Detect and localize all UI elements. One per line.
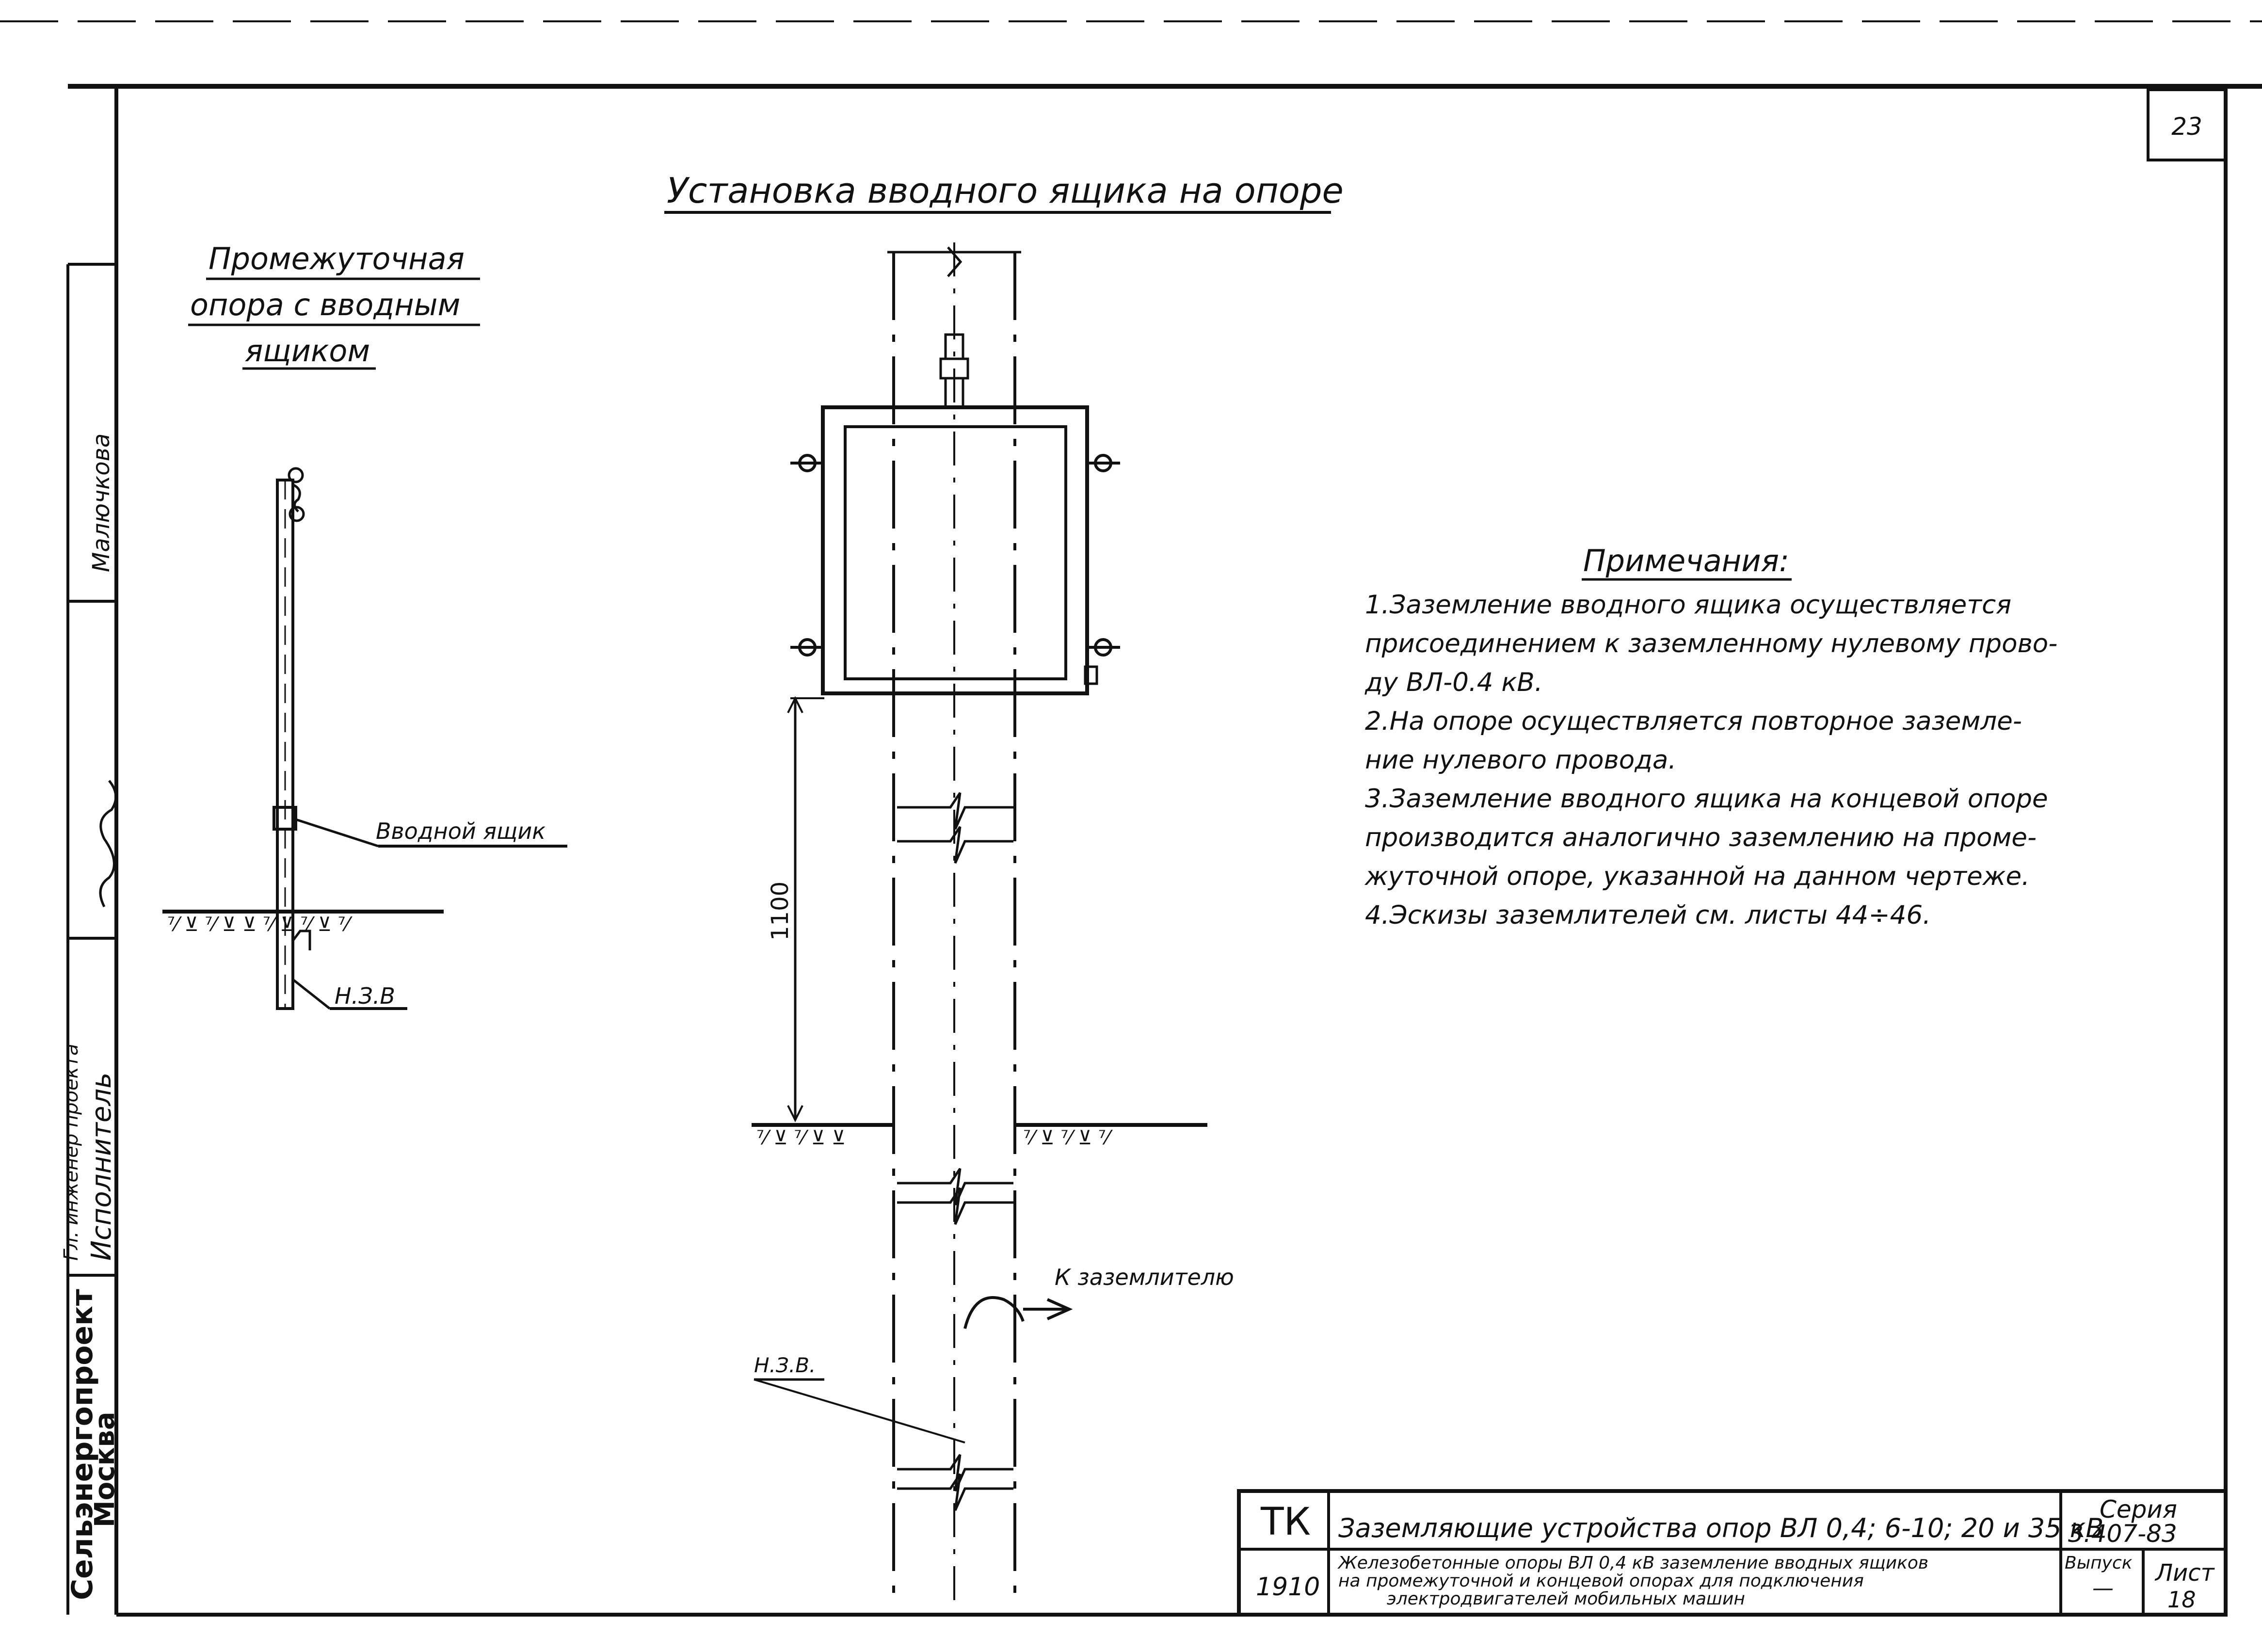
side-title-line3: ящиком [245,333,370,369]
note-line: жуточной опоре, указанной на данном черт… [1364,862,2030,891]
break-mark-middle [897,1168,1013,1225]
note-line: присоединением к заземленному нулевому п… [1365,629,2057,658]
ground-terminal-icon [1084,665,1098,685]
main-title: Установка вводного ящика на опоре [664,170,1344,214]
note-line: ние нулевого провода. [1365,745,1676,775]
executor-label: Исполнитель [86,1073,117,1261]
note-line: 4.Эскизы заземлителей см. листы 44÷46. [1365,900,1931,930]
org-name: Сельэнергопроект [65,1289,99,1600]
main-title-text: Установка вводного ящика на опоре [667,170,1344,211]
note-line: ду ВЛ-0.4 кВ. [1364,668,1543,697]
org-city: Москва [89,1411,121,1527]
note-line: 2.На опоре осуществляется повторное зазе… [1365,706,2022,736]
title-block: ТК 1910 Заземляющие устройства опор ВЛ 0… [1237,1489,2228,1617]
small-input-box [273,806,297,831]
left-stamp-strip: Сельэнергопроект Москва Исполнитель Гл. … [60,263,121,1615]
drawing-frame [68,84,2262,1617]
sheet-number-box: 23 [2147,88,2227,161]
drawing-subtitle-line1: Железобетонные опоры ВЛ 0,4 кВ заземлени… [1337,1553,1928,1573]
sheet-number: 23 [2171,112,2202,141]
ground-line-main: ⁷⁄ ⊻ ⁷⁄ ⊻ ⊻ ⁷⁄ ⊻ ⁷⁄ ⊻ ⁷⁄ [752,1123,1207,1149]
ground-hatch-small: ⁷⁄ ⊻ ⁷⁄ ⊻ ⊻ ⁷⁄ ⊻ ⁷⁄ ⊻ ⁷⁄ [167,914,353,936]
side-title: Промежуточная опора с вводным ящиком [188,241,480,370]
notes-block: Примечания: 1.Заземление вводного ящика … [1364,543,2057,930]
series-value: 3.407-83 [2068,1520,2177,1548]
ground-conductor: К заземлителю Н.З.В. [754,1264,1234,1443]
ground-hatch-right: ⁷⁄ ⊻ ⁷⁄ ⊻ ⁷⁄ [1023,1127,1113,1149]
drawing-title: Заземляющие устройства опор ВЛ 0,4; 6-10… [1338,1513,2103,1543]
series-label: Серия [2100,1495,2177,1524]
notes-heading: Примечания: [1583,543,1789,578]
note-line: 3.Заземление вводного ящика на концевой … [1365,784,2048,814]
arrow-right-icon [1046,1298,1073,1320]
to-grounding-label: К заземлителю [1055,1264,1234,1290]
issue-value: — [2092,1576,2114,1601]
drawing-subtitle-line2: на промежуточной и концевой опорах для п… [1338,1571,1864,1591]
small-ground-conductor-label: Н.З.В [335,983,395,1009]
drawing-number: 1910 [1256,1572,1320,1602]
main-pole-diagram: 1100 ⁷⁄ ⊻ ⁷⁄ ⊻ ⊻ ⁷⁄ ⊻ ⁷⁄ ⊻ ⁷⁄ К заземлит… [752,242,1234,1605]
break-mark-upper [897,792,1013,864]
chief-engineer-label: Гл. инженер проекта [60,1043,82,1261]
side-title-line1: Промежуточная [209,241,465,276]
ground-hatch-left: ⁷⁄ ⊻ ⁷⁄ ⊻ ⊻ [756,1127,846,1149]
break-mark-lower [897,1454,1013,1511]
dimension-value: 1100 [767,882,794,941]
tk-code: ТК [1260,1500,1311,1544]
main-ground-conductor-label: Н.З.В. [754,1353,816,1377]
side-title-line2: опора с вводным [190,287,460,322]
note-line: производится аналогично заземлению на пр… [1365,823,2037,852]
note-line: 1.Заземление вводного ящика осуществляет… [1365,590,2011,620]
sheet-value: 18 [2167,1587,2196,1613]
small-pole-diagram: Вводной ящик ⁷⁄ ⊻ ⁷⁄ ⊻ ⊻ ⁷⁄ ⊻ ⁷⁄ ⊻ ⁷⁄ Н.… [162,467,567,1010]
input-box-large [790,405,1120,695]
issue-label: Выпуск [2065,1553,2133,1573]
drawing-subtitle-line3: электродвигателей мобильных машин [1387,1589,1745,1609]
dimension-1100: 1100 [767,696,824,1123]
signer-name: Малючкова [88,433,115,572]
sheet-label: Лист [2154,1559,2215,1587]
signature-mark [99,780,117,908]
input-box-label: Вводной ящик [376,818,545,844]
